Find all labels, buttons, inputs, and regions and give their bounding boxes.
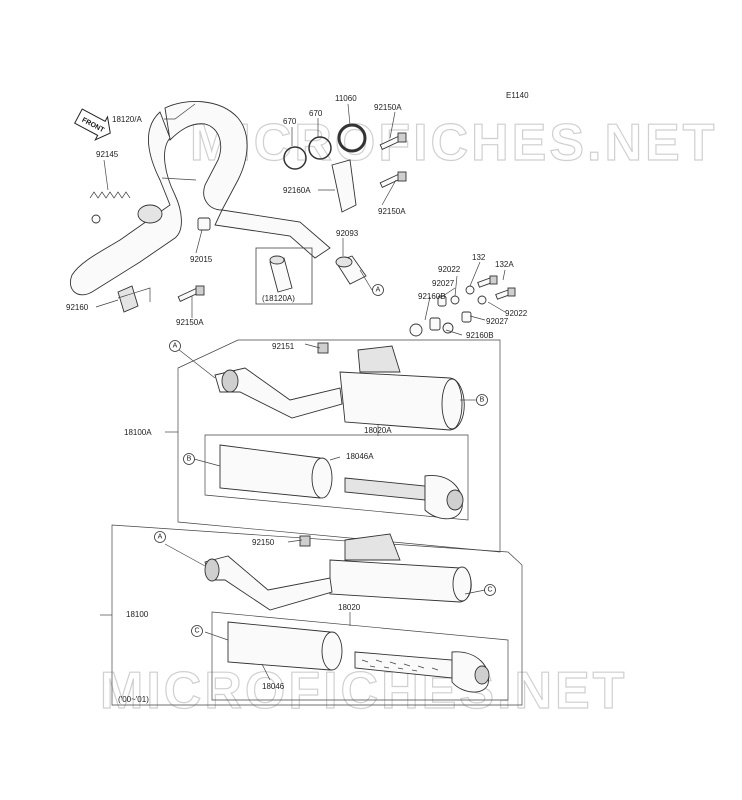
inset-box-18120A [255, 247, 313, 305]
muffler-18020 [204, 533, 472, 611]
collar-92015 [197, 217, 211, 231]
label-132: 132 [472, 253, 486, 262]
watermark-top: MICROFICHES.NET [190, 114, 717, 172]
callout-C-right: C [484, 584, 496, 596]
bolt-92150A-low [177, 285, 205, 302]
sleeve-92093 [335, 255, 367, 285]
packing-18046 [227, 621, 343, 671]
label-92145: 92145 [96, 150, 119, 159]
packing-18046A [219, 444, 333, 499]
callout-B-left: B [183, 453, 195, 465]
callout-A-top: A [372, 284, 384, 296]
perforated-core-18020 [354, 651, 490, 693]
label-18100A: 18100A [124, 428, 152, 437]
subbox-18046 [211, 611, 509, 701]
seal-11060 [337, 123, 367, 153]
bracket-92160A [331, 159, 357, 213]
label-92150A-top: 92150A [374, 103, 402, 112]
label-92093: 92093 [336, 229, 359, 238]
subbox-18046A [204, 434, 469, 521]
label-92150A-low: 92150A [176, 318, 204, 327]
label-92160: 92160 [66, 303, 89, 312]
bolt-92151 [317, 342, 329, 354]
label-18100: 18100 [126, 610, 149, 619]
label-18020A: 18020A [364, 426, 392, 435]
label-92151: 92151 [272, 342, 295, 351]
label-670-a: 670 [283, 117, 297, 126]
label-92160B-b: 92160B [466, 331, 494, 340]
leader-lines [95, 103, 506, 681]
label-18120A-paren: (18120A) [262, 294, 295, 303]
label-92160A: 92160A [283, 186, 311, 195]
spring-part [89, 191, 131, 224]
label-18020: 18020 [338, 603, 361, 612]
bolt-92150A-mid [379, 171, 407, 188]
label-92150: 92150 [252, 538, 275, 547]
label-92022-a: 92022 [438, 265, 461, 274]
svg-text:B: B [187, 456, 192, 463]
label-92027-a: 92027 [432, 279, 455, 288]
label-92022-b: 92022 [505, 309, 528, 318]
svg-text:C: C [487, 587, 492, 594]
svg-text:B: B [480, 397, 485, 404]
callout-A-low: A [154, 531, 166, 543]
bolt-92150A-top [379, 132, 407, 150]
svg-text:A: A [173, 343, 178, 350]
gasket-670-a [283, 146, 307, 170]
label-92015: 92015 [190, 255, 213, 264]
assembly-box-18100 [111, 524, 523, 706]
svg-text:A: A [376, 287, 381, 294]
label-18120A: 18120/A [112, 115, 142, 124]
label-92150A-mid: 92150A [378, 207, 406, 216]
label-18046A: 18046A [346, 452, 374, 461]
inset-part-18120A [269, 255, 293, 293]
gasket-670-b [308, 136, 332, 160]
damper-92160 [117, 285, 139, 313]
svg-text:A: A [158, 534, 163, 541]
label-670-b: 670 [309, 109, 323, 118]
label-92027-b: 92027 [486, 317, 509, 326]
hardware-group-right [409, 275, 516, 337]
watermark-bottom: MICROFICHES.NET [100, 662, 627, 720]
muffler-18020A [214, 345, 465, 431]
callout-C-left: C [191, 625, 203, 637]
callout-B-right: B [476, 394, 488, 406]
assembly-box-18100A [177, 339, 501, 553]
label-132A: 132A [495, 260, 514, 269]
front-arrow-icon: FRONT [74, 108, 111, 141]
svg-text:C: C [194, 628, 199, 635]
header-pipe [70, 100, 331, 296]
label-years: ('00~'01) [118, 695, 149, 704]
callout-A-mid: A [169, 340, 181, 352]
bolt-92150 [299, 535, 311, 547]
label-92160B-a: 92160B [418, 292, 446, 301]
label-18046: 18046 [262, 682, 285, 691]
core-pipe-18020A [344, 475, 464, 520]
label-11060: 11060 [335, 94, 357, 103]
diagram-id: E1140 [506, 91, 529, 100]
